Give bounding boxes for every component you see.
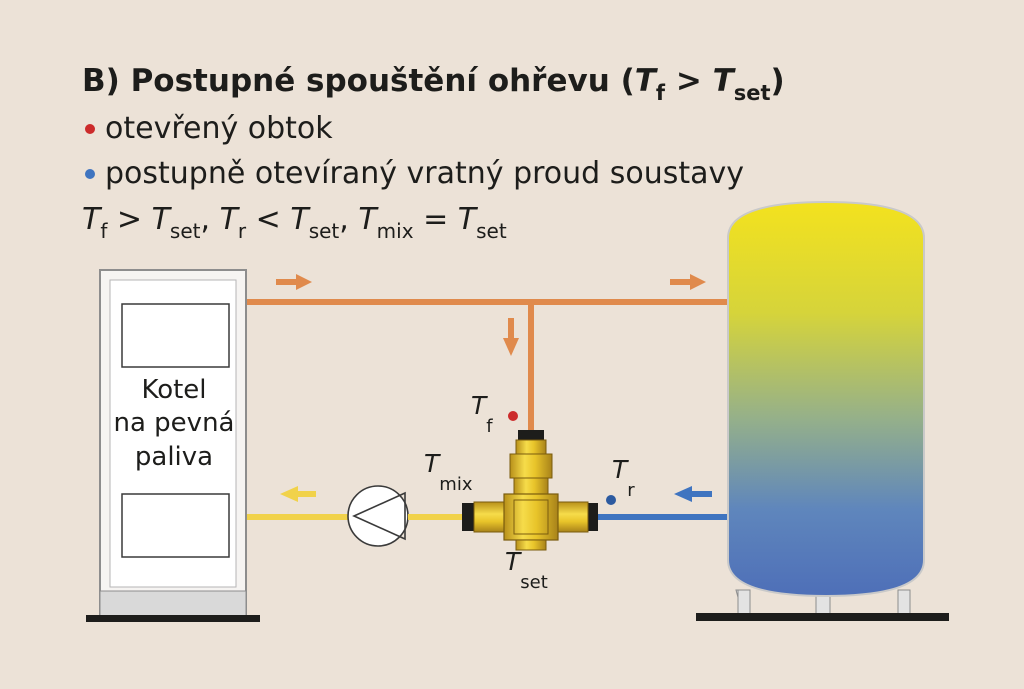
boiler-label-line-1: Kotel — [141, 375, 206, 405]
boiler-label-line-2: na pevná — [114, 408, 235, 438]
bullet-open-bypass: otevřený obtok — [105, 111, 333, 146]
return-pipe-hot-segment — [408, 514, 466, 520]
sensor-tr-icon — [606, 495, 616, 505]
return-pipe-cold — [596, 514, 728, 520]
diagram-title: B) Postupné spouštění ohřevu (Tf > Tset) — [82, 63, 785, 105]
label-tset: Tset — [505, 547, 548, 593]
arrow-left-icon — [280, 486, 316, 502]
arrow-right-icon — [670, 274, 706, 290]
blue-bullet-icon — [85, 169, 95, 179]
bypass-pipe — [528, 302, 534, 432]
label-tf: Tf — [471, 391, 493, 437]
storage-tank — [696, 200, 949, 621]
boiler: Kotel na pevná paliva — [86, 269, 260, 622]
arrow-right-icon — [276, 274, 312, 290]
mixing-valve — [462, 430, 598, 551]
red-bullet-icon — [85, 124, 95, 134]
sensor-tf-icon — [508, 411, 518, 421]
arrow-down-icon — [503, 318, 519, 356]
bullet-return-flow: postupně otevíraný vratný proud soustavy — [105, 156, 744, 191]
label-tmix: Tmix — [424, 449, 473, 495]
supply-pipe — [246, 299, 730, 305]
condition-formula: Tf > Tset, Tr < Tset, Tmix = Tset — [82, 202, 507, 243]
arrow-left-icon — [674, 486, 712, 502]
pump-icon — [347, 485, 409, 547]
label-tr: Tr — [612, 455, 635, 501]
boiler-label-line-3: paliva — [135, 442, 213, 472]
